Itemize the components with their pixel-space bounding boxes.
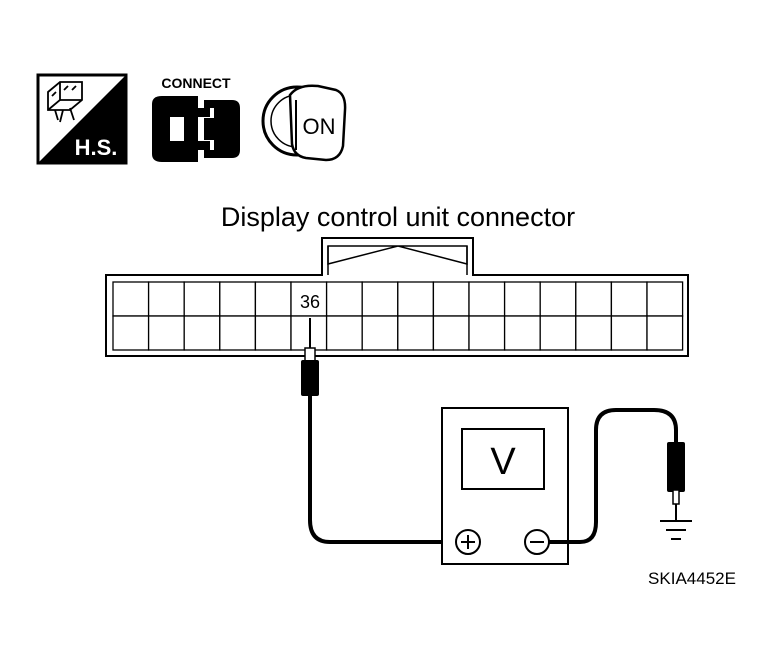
voltmeter: V: [441, 407, 569, 565]
terminal-cavity: [646, 315, 684, 351]
harness-side-label: H.S.: [75, 135, 118, 160]
terminal-cavity: [361, 281, 399, 317]
harness-side-icon: H.S.: [36, 73, 128, 165]
terminal-cavity: [254, 315, 292, 351]
connect-label: CONNECT: [161, 75, 231, 91]
terminal-cavity: [397, 281, 435, 317]
terminal-cavity: [112, 315, 150, 351]
terminal-cavity: [219, 315, 257, 351]
terminal-cavity: [646, 281, 684, 317]
voltmeter-display: V: [490, 441, 516, 483]
terminal-cavity: [397, 315, 435, 351]
terminal-36-label: 36: [300, 292, 320, 312]
terminal-cavity: [575, 281, 613, 317]
ground-icon: [660, 520, 692, 540]
terminal-cavity: [610, 315, 648, 351]
terminal-cavity: [610, 281, 648, 317]
terminal-cavity: [468, 315, 506, 351]
positive-probe: [301, 318, 456, 544]
figure-code: SKIA4452E: [648, 569, 736, 588]
terminal-cavity: [147, 315, 185, 351]
ignition-on-label: ON: [303, 114, 336, 139]
terminal-cavity: [361, 315, 399, 351]
terminal-cavity: [575, 315, 613, 351]
terminal-cavity: [183, 315, 221, 351]
terminal-cavity: [539, 315, 577, 351]
terminal-cavity: [539, 281, 577, 317]
terminal-cavity: [147, 281, 185, 317]
terminal-cavity: [432, 315, 470, 351]
terminal-cavity: [183, 281, 221, 317]
connector-title: Display control unit connector: [221, 202, 575, 232]
terminal-cavity: [325, 281, 363, 317]
terminal-cavity: [503, 315, 541, 351]
terminal-cavity: [254, 281, 292, 317]
connect-icon: CONNECT: [152, 75, 240, 162]
terminal-cavity: [503, 281, 541, 317]
terminal-cavity-grid: [112, 281, 684, 351]
terminal-cavity: [468, 281, 506, 317]
terminal-cavity: [290, 315, 328, 351]
terminal-cavity: [112, 281, 150, 317]
ignition-key-icon: ON: [261, 84, 347, 162]
terminal-cavity: [325, 315, 363, 351]
negative-probe: [549, 408, 685, 544]
terminal-cavity: [219, 281, 257, 317]
terminal-cavity: [432, 281, 470, 317]
connector-body: [105, 237, 689, 357]
terminal-cavity: [290, 281, 328, 317]
